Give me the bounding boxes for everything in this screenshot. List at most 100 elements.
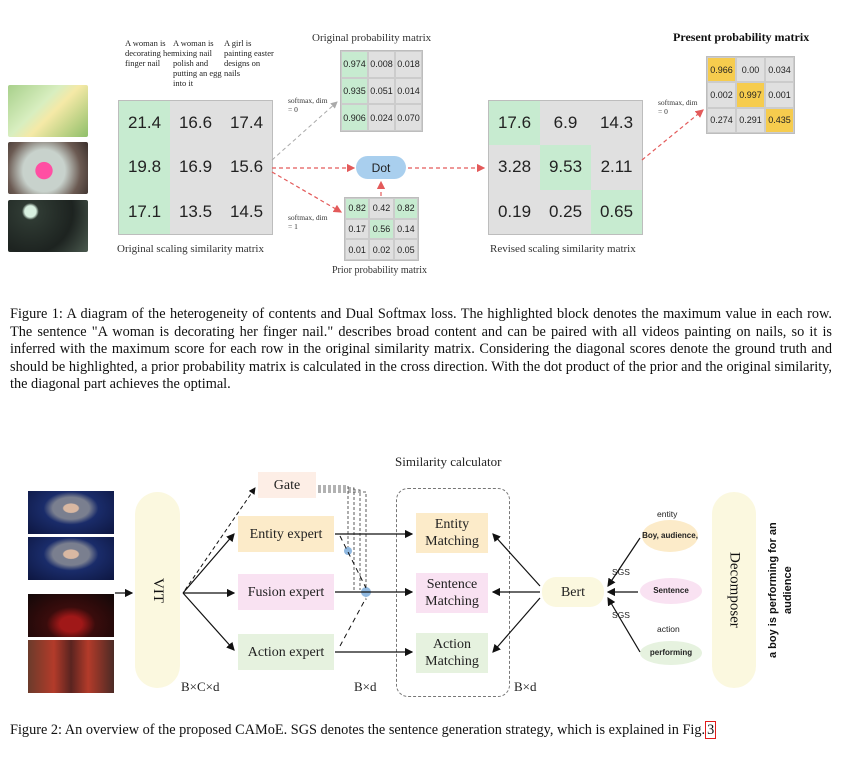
present-probability-matrix: 0.966 0.00 0.034 0.002 0.997 0.001 0.274… (706, 56, 795, 134)
action-words-text: performing (649, 648, 693, 657)
action-words-node: performing (640, 641, 702, 665)
matrix-cell: 3.28 (497, 157, 532, 177)
matrix-cell: 0.018 (395, 51, 422, 78)
similarity-calculator-title: Similarity calculator (395, 454, 502, 469)
action-type-label: action (657, 624, 680, 634)
prior-probability-matrix: 0.82 0.42 0.82 0.17 0.56 0.14 0.01 0.02 … (344, 197, 419, 261)
matrix-cell: 21.4 (119, 101, 170, 146)
matrix-cell: 0.906 (341, 104, 368, 131)
matrix-cell: 0.935 (341, 77, 368, 105)
gate-box: Gate (258, 472, 316, 498)
vit-encoder: VIT (135, 492, 180, 688)
matrix-cell: 0.024 (368, 104, 395, 131)
action-matching: Action Matching (416, 633, 488, 673)
original-probability-caption: Original probability matrix (312, 32, 432, 44)
dim-label-bcd: B×C×d (181, 679, 220, 694)
vit-label: VIT (150, 577, 166, 603)
entity-expert-label: Entity expert (249, 526, 323, 542)
sgs-label-upper: SGS (612, 567, 630, 577)
matrix-cell: 0.997 (736, 82, 765, 108)
video-frame-3 (28, 594, 114, 637)
matrix-cell: 0.17 (345, 218, 370, 240)
fusion-expert: Fusion expert (238, 574, 334, 610)
gate-label: Gate (273, 477, 301, 493)
matrix-cell: 9.53 (540, 145, 591, 190)
sentence-node: Sentence (640, 578, 702, 604)
matrix-cell: 0.008 (368, 51, 395, 78)
action-matching-label: Action Matching (425, 637, 479, 669)
sgs-label-lower: SGS (612, 610, 630, 620)
matrix-cell: 0.56 (369, 218, 394, 240)
original-scaling-caption: Original scaling similarity matrix (117, 243, 264, 255)
softmax-dim0-label-left: softmax, dim = 0 (288, 96, 328, 114)
matrix-cell: 0.82 (345, 198, 370, 219)
matrix-cell: 16.9 (178, 157, 213, 177)
dot-product-node: Dot (356, 156, 406, 179)
softmax-dim1-label: softmax, dim = 1 (288, 213, 328, 231)
matrix-cell: 0.02 (369, 239, 394, 260)
bert-box: Bert (542, 577, 604, 607)
original-scaling-similarity-matrix: 21.4 16.6 17.4 19.8 16.9 15.6 17.1 13.5 … (118, 100, 273, 235)
figure2-caption: Figure 2: An overview of the proposed CA… (10, 721, 845, 740)
fusion-expert-label: Fusion expert (247, 584, 325, 600)
matrix-cell: 0.002 (707, 82, 736, 108)
matrix-cell: 14.5 (229, 201, 264, 221)
matrix-cell: 17.6 (489, 101, 540, 146)
matrix-cell: 0.070 (395, 104, 422, 131)
matrix-cell: 6.9 (553, 113, 578, 133)
matrix-cell: 0.00 (736, 57, 765, 83)
revised-scaling-caption: Revised scaling similarity matrix (490, 243, 636, 255)
matrix-cell: 0.966 (707, 57, 736, 83)
entity-expert: Entity expert (238, 516, 334, 552)
matrix-cell: 0.051 (368, 77, 395, 105)
matrix-cell: 17.1 (119, 189, 170, 234)
sentence-node-text: Sentence (653, 586, 689, 595)
present-probability-caption: Present probability matrix (673, 30, 810, 44)
matrix-cell: 15.6 (229, 157, 264, 177)
matrix-cell: 17.4 (229, 113, 264, 133)
action-expert: Action expert (238, 634, 334, 670)
matrix-cell: 0.014 (395, 77, 422, 105)
matrix-cell: 0.01 (345, 239, 370, 260)
figure-reference-link[interactable]: 3 (705, 721, 717, 739)
sentence-matching-label: Sentence Matching (425, 577, 479, 609)
matrix-cell: 2.11 (600, 157, 633, 177)
figure2-arrows (115, 485, 641, 657)
query-sentence-2: A woman is mixing nail polish and puttin… (173, 38, 222, 88)
video-thumbnail-3 (8, 200, 88, 252)
matrix-cell: 0.14 (393, 218, 418, 240)
matrix-cell: 0.034 (765, 57, 794, 83)
video-thumbnail-1 (8, 85, 88, 137)
video-frame-4 (28, 640, 114, 693)
matrix-cell: 14.3 (599, 113, 634, 133)
matrix-cell: 0.42 (369, 198, 394, 219)
matrix-cell: 0.274 (707, 107, 736, 133)
entity-words-node: Boy, audience, (642, 520, 698, 552)
original-probability-matrix: 0.974 0.008 0.018 0.935 0.051 0.014 0.90… (340, 50, 423, 132)
matrix-cell: 0.05 (393, 239, 418, 260)
entity-matching: Entity Matching (416, 513, 488, 553)
matrix-cell: 16.6 (178, 113, 213, 133)
softmax-dim0-label-right: softmax, dim = 0 (658, 98, 698, 116)
matrix-cell: 0.82 (393, 198, 418, 219)
action-expert-label: Action expert (247, 644, 325, 660)
matrix-cell: 0.25 (548, 201, 583, 221)
matrix-cell: 0.65 (591, 189, 642, 234)
dim-label-bd-right: B×d (514, 679, 537, 694)
matrix-cell: 0.001 (765, 82, 794, 108)
figure2-caption-text: Figure 2: An overview of the proposed CA… (10, 722, 706, 738)
figure1-arrows (271, 101, 704, 213)
video-thumbnail-2 (8, 142, 88, 194)
entity-matching-label: Entity Matching (425, 517, 479, 549)
matrix-cell: 0.19 (497, 201, 532, 221)
revised-scaling-similarity-matrix: 17.6 6.9 14.3 3.28 9.53 2.11 0.19 0.25 0… (488, 100, 643, 235)
matrix-cell: 19.8 (119, 145, 170, 190)
video-frame-1 (28, 491, 114, 534)
dim-label-bd-left: B×d (354, 679, 377, 694)
prior-probability-caption: Prior probability matrix (332, 265, 427, 276)
decomposer-label: Decomposer (726, 552, 743, 628)
matrix-cell: 0.291 (736, 107, 765, 133)
matrix-cell: 0.974 (341, 51, 368, 78)
query-sentence-1: A woman is decorating her finger nail (125, 38, 174, 68)
query-sentence-3: A girl is painting easter designs on nai… (224, 38, 274, 78)
